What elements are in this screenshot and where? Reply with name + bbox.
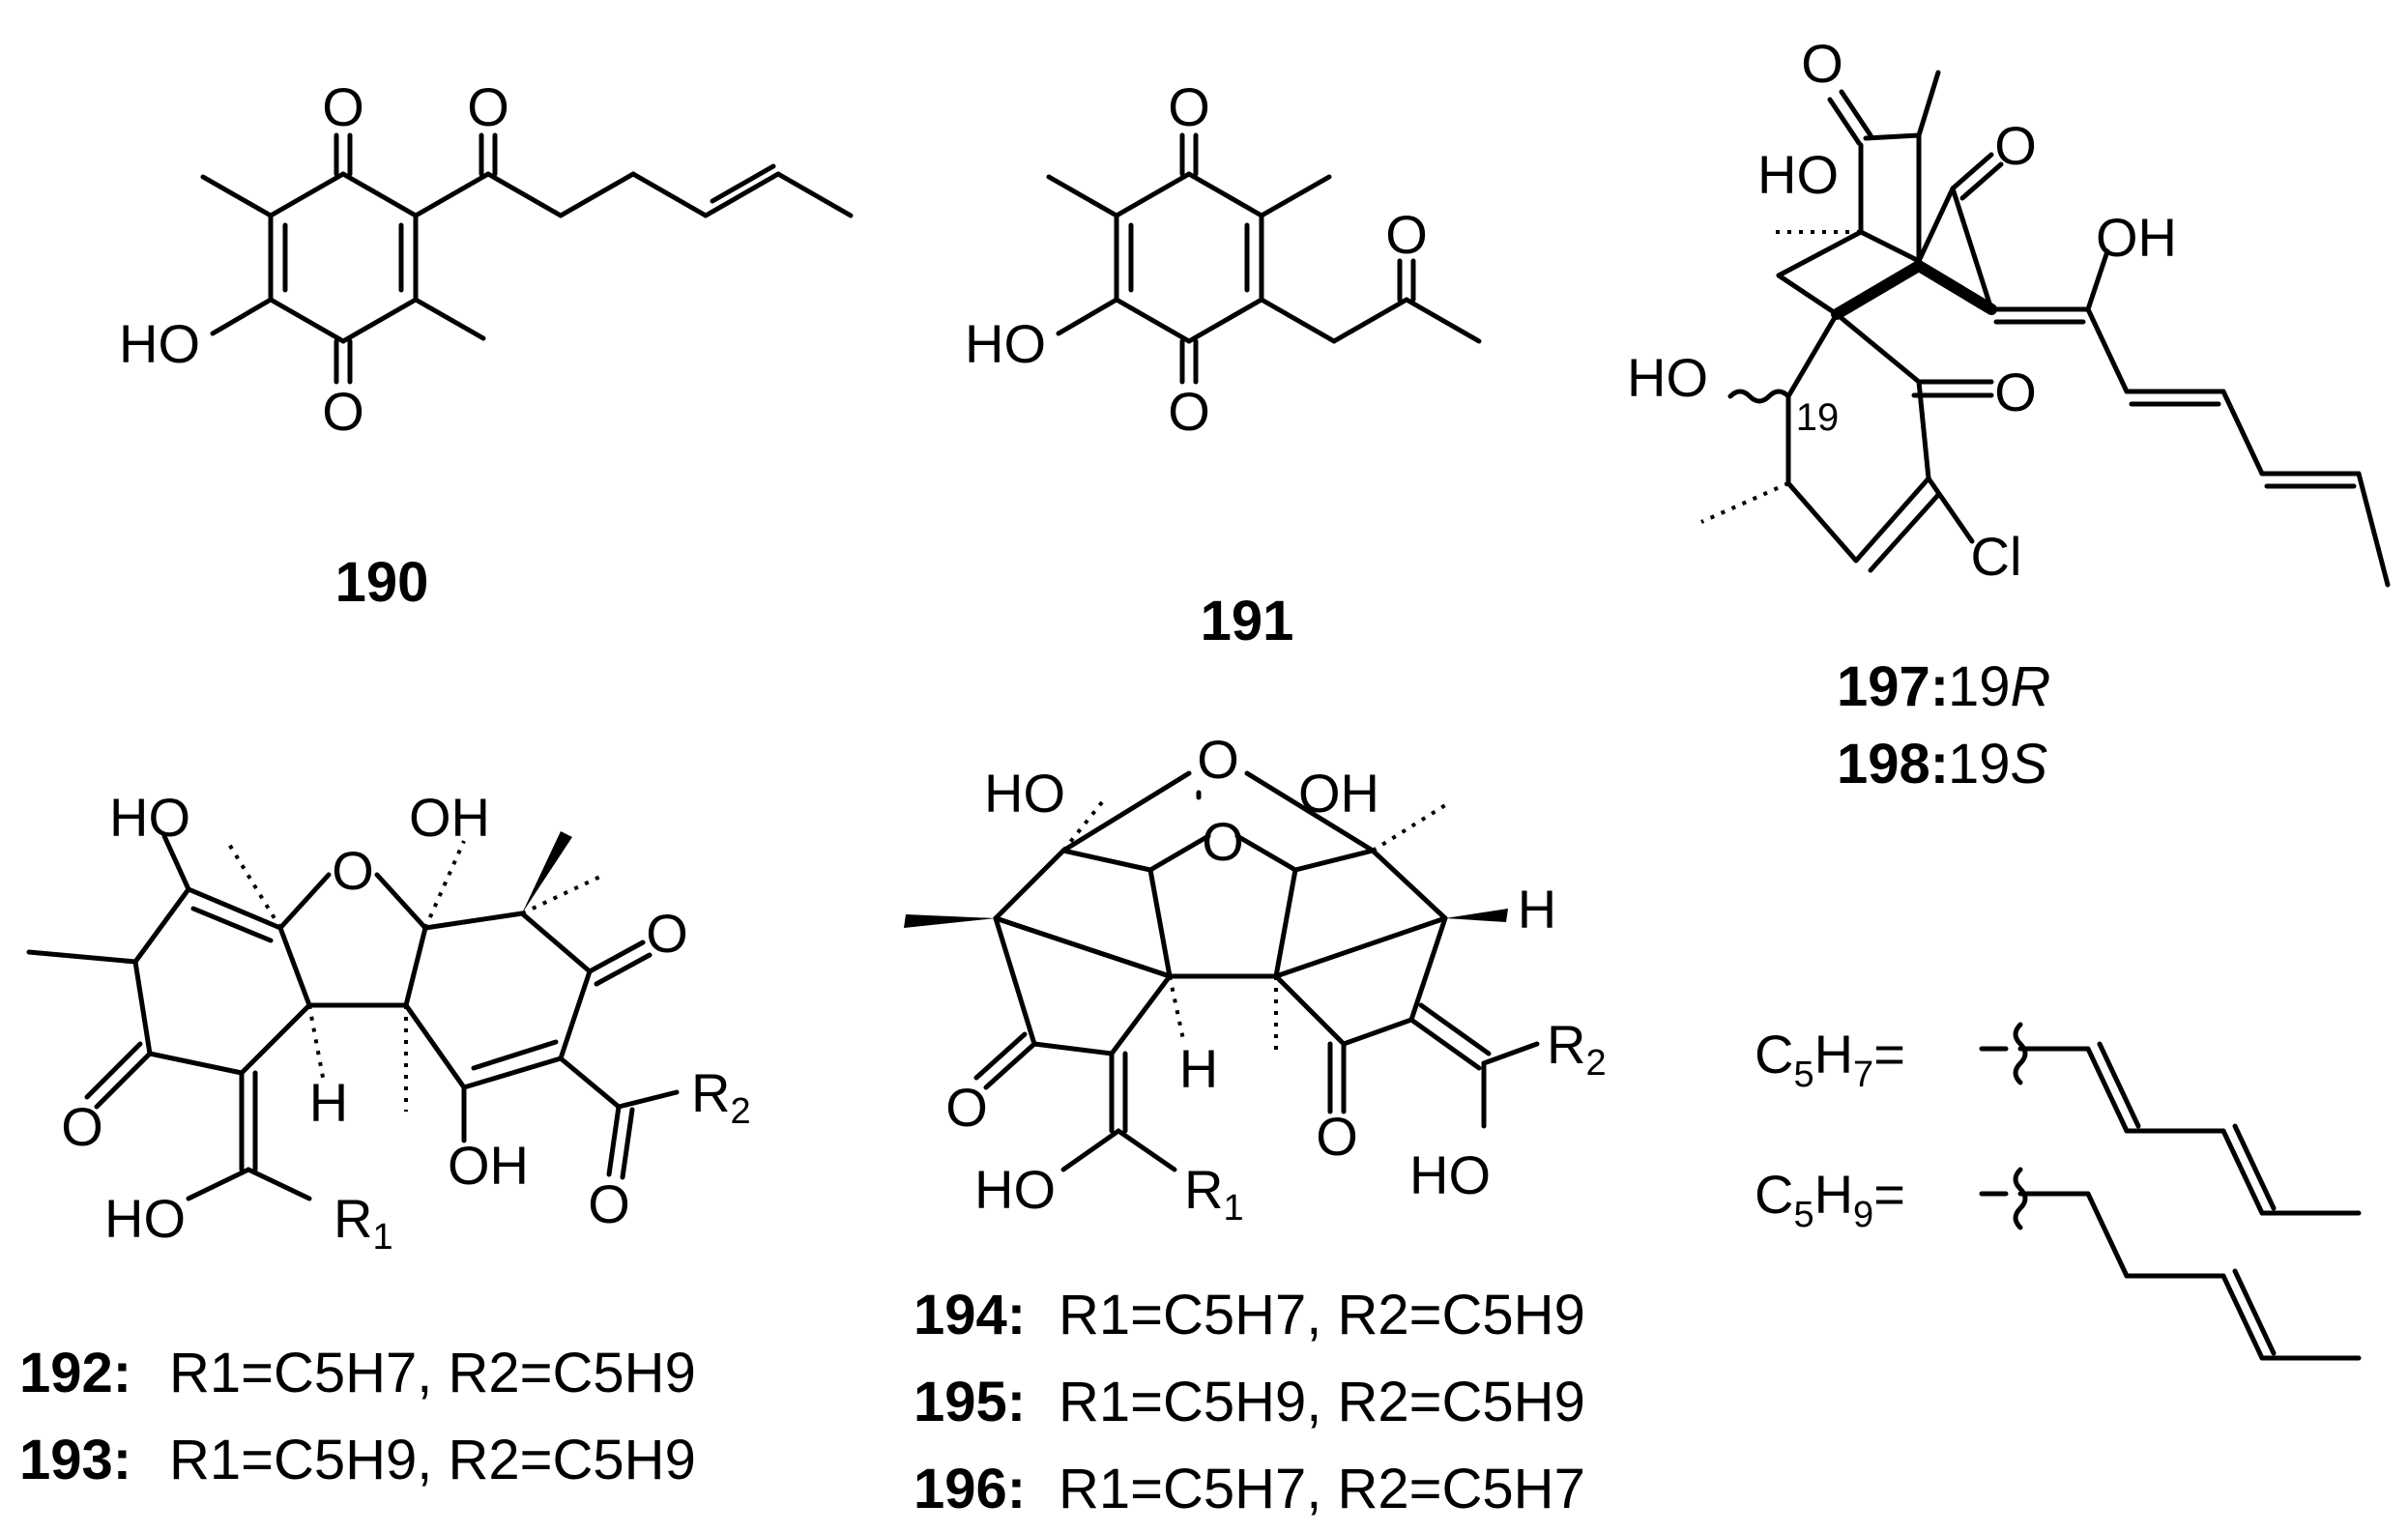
atom-ho: HO	[109, 787, 190, 848]
atom-o: O	[61, 1096, 103, 1157]
atom-o: O	[332, 840, 374, 901]
atom-r2: R2	[1547, 1014, 1607, 1084]
atom-ho: HO	[965, 313, 1046, 374]
compound-label-194: 194:	[914, 1284, 1026, 1346]
stereo-197: 19R	[1948, 655, 2050, 718]
atom-cl: Cl	[1971, 526, 2022, 587]
atom-h: H	[1179, 1038, 1218, 1099]
compound-label-195: 195:	[914, 1371, 1026, 1433]
locant-19: 19	[1796, 396, 1840, 439]
compound-190-structure: O O O HO	[119, 76, 854, 442]
compound-label-193: 193:	[19, 1429, 131, 1491]
stereo-198: 19S	[1948, 733, 2048, 795]
compound-192-193-structure: HO O OH O O H OH O HO R1 R2	[26, 787, 751, 1258]
atom-o: O	[467, 76, 509, 137]
atom-ho: HO	[974, 1159, 1056, 1220]
substituents-196: R1=C5H7, R2=C5H7	[1059, 1458, 1585, 1520]
atom-r1: R1	[334, 1188, 393, 1258]
atom-o: O	[1197, 729, 1239, 790]
legend-c5h9: C5H9=	[1755, 1164, 2362, 1361]
legend-c5h7: C5H7=	[1755, 1022, 2362, 1216]
atom-o: O	[945, 1077, 988, 1138]
substituents-193: R1=C5H9, R2=C5H9	[169, 1429, 696, 1491]
legend-c5h7-formula: C5H7=	[1755, 1024, 1905, 1095]
compound-197-198-structure: O HO O OH HO 19 O Cl	[1627, 33, 2391, 588]
atom-oh: OH	[409, 787, 490, 848]
substituents-194: R1=C5H7, R2=C5H9	[1059, 1284, 1585, 1346]
compound-label-197: 197:	[1837, 655, 1949, 718]
atom-h: H	[309, 1072, 348, 1133]
atom-oh: OH	[448, 1135, 529, 1196]
compound-197-label: 197: 19R	[1837, 655, 2050, 718]
atom-r2: R2	[691, 1062, 751, 1132]
atom-h: H	[1518, 879, 1556, 940]
atom-ho: HO	[119, 313, 200, 374]
atom-o: O	[1994, 115, 2037, 176]
legend-c5h9-formula: C5H9=	[1755, 1164, 1905, 1235]
substituents-192: R1=C5H7, R2=C5H9	[169, 1342, 696, 1404]
atom-r1: R1	[1184, 1159, 1244, 1229]
atom-o: O	[1994, 362, 2037, 422]
atom-ho: HO	[104, 1188, 186, 1249]
compound-label-190: 190	[335, 551, 429, 614]
atom-o: O	[1316, 1106, 1358, 1167]
atom-oh: OH	[2096, 207, 2177, 268]
atom-o: O	[1202, 811, 1244, 872]
atom-ho: HO	[1757, 144, 1839, 205]
atom-o: O	[646, 903, 688, 964]
atom-ho: HO	[984, 763, 1065, 824]
atom-o: O	[322, 381, 364, 442]
atom-ho: HO	[1409, 1144, 1491, 1205]
substituents-195: R1=C5H9, R2=C5H9	[1059, 1371, 1585, 1433]
compound-label-198: 198:	[1837, 733, 1949, 795]
atom-o: O	[1168, 381, 1210, 442]
atom-o: O	[1385, 204, 1428, 265]
compound-194-196-structure: HO O O OH H O H O HO R1 R2 HO	[904, 729, 1607, 1229]
compound-label-192: 192:	[19, 1342, 131, 1404]
atom-ho: HO	[1627, 347, 1708, 408]
compound-label-191: 191	[1201, 590, 1294, 652]
atom-o: O	[1801, 33, 1843, 94]
compound-191-structure: O O O HO	[965, 76, 1482, 442]
atom-o: O	[1168, 76, 1210, 137]
atom-o: O	[588, 1173, 630, 1234]
atom-oh: OH	[1298, 763, 1379, 824]
compound-198-label: 198: 19S	[1837, 733, 2048, 795]
compound-label-196: 196:	[914, 1458, 1026, 1520]
atom-o: O	[322, 76, 364, 137]
